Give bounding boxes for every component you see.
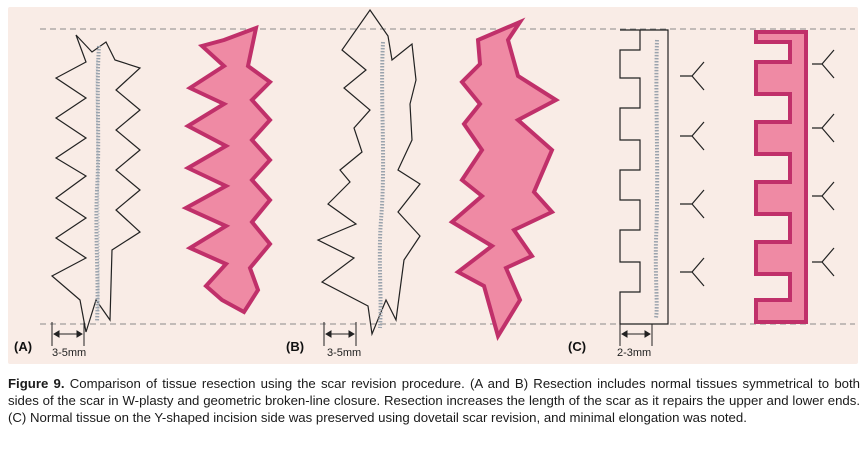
panel-a-w-plasty-pink [181, 24, 274, 315]
panel-c-scar [653, 39, 660, 319]
panel-b-geometric-outline [316, 8, 421, 337]
panel-b-label: (B) [286, 339, 305, 354]
panel-a-w-plasty-outline [50, 34, 142, 333]
panel-c-pink-y-incisions [812, 49, 835, 277]
panel-c-dovetail-outline [619, 29, 705, 325]
panel-b-dimension-label: 3-5mm [327, 347, 362, 359]
panel-c-y-incisions [680, 61, 705, 287]
panel-c-dimension-marker [619, 324, 653, 346]
figure-caption: Figure 9. Comparison of tissue resection… [8, 375, 860, 426]
caption-title: Figure 9. [8, 376, 65, 391]
panel-a-dimension-marker [51, 322, 85, 346]
panel-c-dimension-label: 2-3mm [617, 347, 652, 359]
panel-b-scar [377, 41, 386, 329]
panel-b-dimension-marker [323, 322, 357, 346]
panel-c-dovetail-pink [754, 30, 835, 324]
panel-a-label: (A) [14, 339, 33, 354]
panel-b-geometric-pink [448, 17, 560, 341]
panel-c-label: (C) [568, 339, 587, 354]
caption-text: Comparison of tissue resection using the… [8, 376, 860, 425]
panel-a-dimension-label: 3-5mm [52, 347, 87, 359]
figure-illustration [40, 8, 855, 346]
panel-a-scar [94, 45, 101, 323]
figure-panel-background [8, 7, 858, 364]
